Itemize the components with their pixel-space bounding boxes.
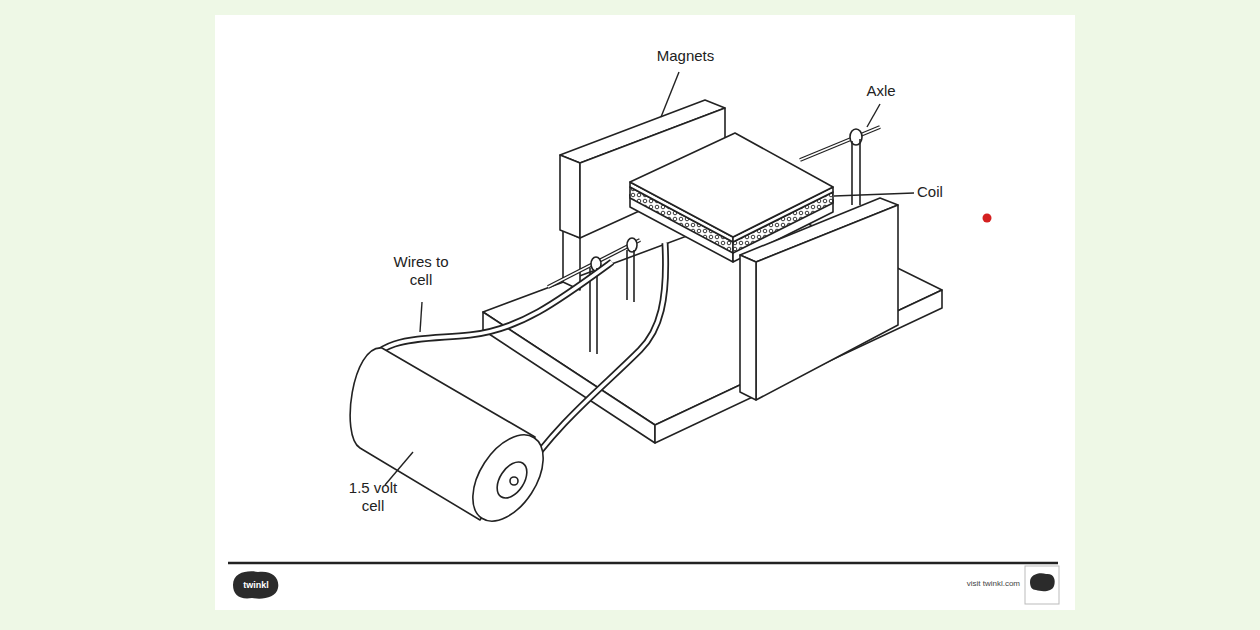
leader-lines [834, 193, 914, 196]
badge-logo [1030, 573, 1055, 591]
cell [491, 457, 533, 504]
back-magnet [563, 230, 580, 290]
axle-front [627, 238, 637, 252]
part-label: Coil [917, 183, 957, 201]
wires [362, 262, 612, 372]
back-magnet [560, 155, 580, 238]
leader-lines [867, 104, 880, 127]
logo-text: twinkl [236, 579, 276, 591]
axle-front [596, 268, 598, 354]
wires [362, 262, 612, 372]
leader-lines [385, 72, 914, 485]
leader-lines [420, 302, 422, 332]
footer-url: visit twinkl.com [930, 578, 1020, 589]
wires [520, 243, 666, 478]
part-label: Magnets [648, 47, 723, 65]
logo-blob [233, 571, 278, 598]
axle-back [800, 127, 880, 160]
axle-back [800, 127, 880, 160]
part-label: 1.5 volt cell [340, 479, 406, 515]
cell [510, 477, 518, 485]
axle-front [633, 250, 635, 302]
coil [630, 133, 833, 237]
axle-front [626, 250, 628, 300]
footer-rule [228, 562, 1058, 565]
front-magnet [740, 198, 898, 400]
part-label: Axle [860, 82, 902, 100]
red-dot [983, 214, 992, 223]
part-label: Wires to cell [388, 253, 454, 289]
front-magnet [756, 205, 898, 400]
motor-illustration [350, 72, 942, 534]
badge [1025, 566, 1059, 604]
cell [458, 422, 557, 533]
front-magnet [740, 255, 756, 400]
wires [520, 243, 666, 478]
leader-lines [661, 72, 679, 117]
